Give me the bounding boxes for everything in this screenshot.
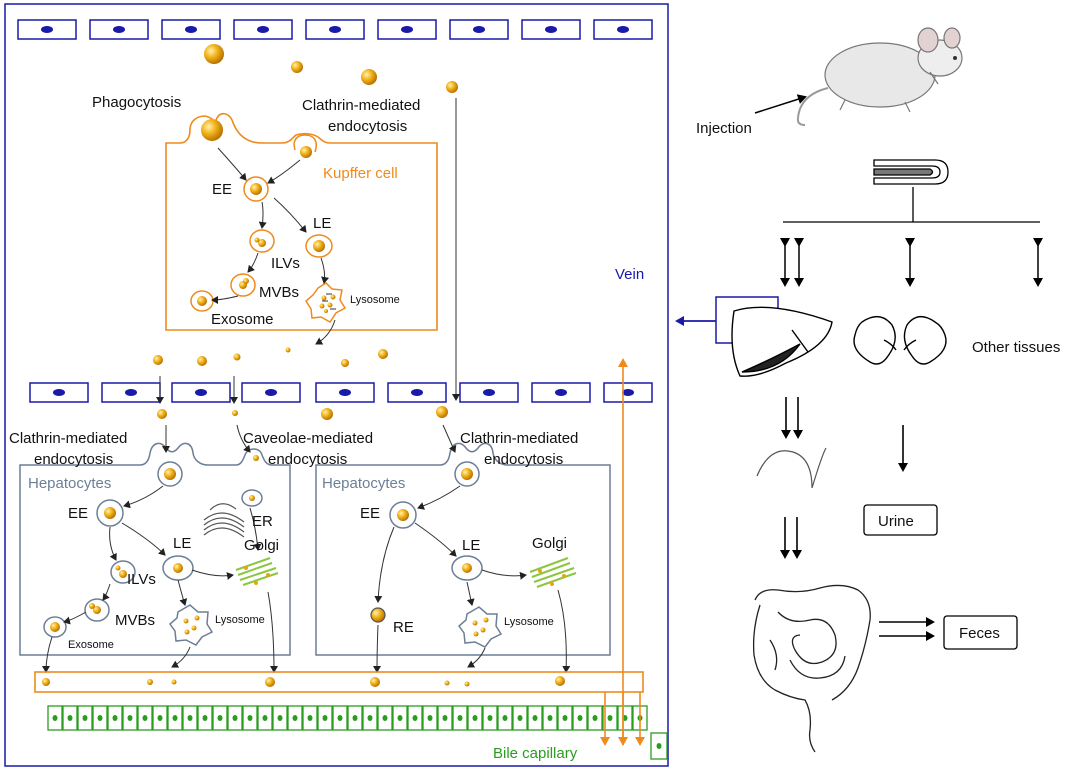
- label-re: RE: [393, 619, 414, 636]
- label-clathrin-left-1: Clathrin-mediated: [9, 430, 127, 447]
- label-bile-capillary: Bile capillary: [493, 745, 578, 762]
- label-clathrin-top-1: Clathrin-mediated: [302, 97, 420, 114]
- label-hepatocytes-left: Hepatocytes: [28, 475, 111, 492]
- liver-icon: [731, 306, 833, 377]
- label-ilvs-left: ILVs: [127, 571, 156, 588]
- label-hepatocytes-right: Hepatocytes: [322, 475, 405, 492]
- label-ee-right: EE: [360, 505, 380, 522]
- label-le-right: LE: [462, 537, 480, 554]
- label-vein: Vein: [615, 266, 644, 283]
- label-urine: Urine: [878, 513, 914, 530]
- label-other-tissues: Other tissues: [972, 339, 1060, 356]
- intestine-icon: [752, 584, 871, 753]
- label-golgi-left: Golgi: [244, 537, 279, 554]
- label-phagocytosis: Phagocytosis: [92, 94, 181, 111]
- vein-frame: [4, 3, 669, 767]
- label-caveolae-2: endocytosis: [268, 451, 347, 468]
- label-lysosome-left: Lysosome: [215, 614, 265, 626]
- kupffer-cell: [165, 112, 438, 331]
- label-clathrin-top-2: endocytosis: [328, 118, 407, 135]
- endothelial-row-middle: [29, 382, 653, 403]
- kidney-icon: [853, 316, 947, 365]
- label-mvbs-kupffer: MVBs: [259, 284, 299, 301]
- label-kupffer-cell: Kupffer cell: [323, 165, 398, 182]
- golgi-right: [529, 557, 577, 588]
- label-clathrin-left-2: endocytosis: [34, 451, 113, 468]
- mouse-icon: [796, 27, 963, 126]
- urine-box: [863, 504, 938, 536]
- label-golgi-right: Golgi: [532, 535, 567, 552]
- feces-box: [943, 615, 1018, 650]
- hepatocyte-right: [315, 442, 611, 656]
- label-injection: Injection: [696, 120, 752, 137]
- particles-top: [204, 44, 458, 93]
- bile-duct-cells: [47, 705, 668, 760]
- gallbladder-icon: [756, 447, 827, 489]
- label-clathrin-right-2: endocytosis: [484, 451, 563, 468]
- bile-canaliculus: [34, 671, 644, 693]
- endothelial-row-top: [17, 19, 653, 40]
- label-clathrin-right-1: Clathrin-mediated: [460, 430, 578, 447]
- vessel-icon: [873, 159, 949, 185]
- label-ilvs-kupffer: ILVs: [271, 255, 300, 272]
- label-lysosome-right: Lysosome: [504, 616, 554, 628]
- label-ee-kupffer: EE: [212, 181, 232, 198]
- label-exosome-left: Exosome: [68, 639, 114, 651]
- label-caveolae-1: Caveolae-mediated: [243, 430, 373, 447]
- label-exosome-kupffer: Exosome: [211, 311, 274, 328]
- label-mvbs-left: MVBs: [115, 612, 155, 629]
- label-le-kupffer: LE: [313, 215, 331, 232]
- label-lysosome-kupffer: Lysosome: [350, 294, 400, 306]
- label-le-left: LE: [173, 535, 191, 552]
- er-left: [203, 503, 245, 538]
- label-ee-left: EE: [68, 505, 88, 522]
- label-er: ER: [252, 513, 273, 530]
- golgi-left: [235, 557, 279, 586]
- label-feces: Feces: [959, 625, 1000, 642]
